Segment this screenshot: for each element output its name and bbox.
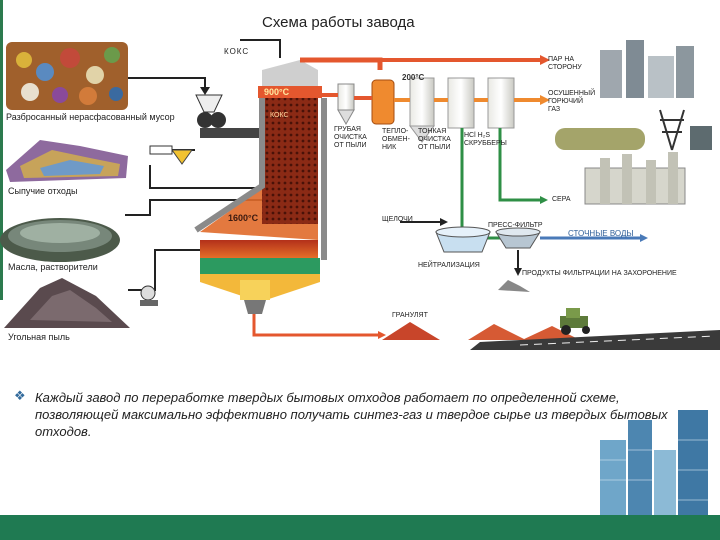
wastewater-arrow xyxy=(640,234,648,242)
label-coke-inside: КОКС xyxy=(270,112,289,119)
label-neutralization: НЕЙТРАЛИЗАЦИЯ xyxy=(418,262,480,269)
feed-arrow xyxy=(200,87,210,95)
source-image-coal-dust xyxy=(4,278,130,328)
slag-arrow xyxy=(378,331,386,339)
label-waste-water: СТОЧНЫЕ ВОДЫ xyxy=(568,229,634,238)
source-label-bulk-waste: Сыпучие отходы xyxy=(8,186,78,196)
label-filter-press: ПРЕСС-ФИЛЬТР xyxy=(488,222,543,229)
crusher-hopper xyxy=(195,94,260,138)
label-coarse-cleaning: ГРУБАЯ ОЧИСТКА ОТ ПЫЛИ xyxy=(334,126,367,149)
gasifier-furnace xyxy=(194,60,327,314)
road xyxy=(470,330,720,350)
steam-arrow xyxy=(540,55,550,65)
label-dried-gas: ОСУШЕННЫЙ ГОРЮЧИЙ ГАЗ xyxy=(548,90,596,113)
label-fine-cleaning: ТОНКАЯ ОЧИСТКА ОТ ПЫЛИ xyxy=(418,128,451,151)
source-label-garbage: Разбросанный нерасфасованный мусор xyxy=(6,112,175,122)
label-temp-200: 200°C xyxy=(402,73,425,82)
label-scrubbers: HCl H₂S СКРУББЕРЫ xyxy=(464,132,507,147)
label-temp-1600: 1600°C xyxy=(228,213,259,223)
label-alkali: ЩЕЛОЧИ xyxy=(382,216,413,223)
chemical-plant xyxy=(584,152,686,205)
tractor-icon xyxy=(560,308,590,335)
source-image-bulk-waste xyxy=(6,140,128,182)
sulfur-arrow xyxy=(540,196,548,204)
label-heat-exchanger: ТЕПЛО- ОБМЕН- НИК xyxy=(382,128,410,151)
source-label-coal-dust: Угольная пыль xyxy=(8,332,70,342)
label-granulate: ГРАНУЛЯТ xyxy=(392,312,428,319)
coarse-cleaning-cyclone xyxy=(322,83,355,126)
bulk-feeder xyxy=(149,145,193,165)
heat-exchanger xyxy=(354,79,395,125)
left-edge-stripe xyxy=(0,0,3,300)
city-buildings xyxy=(600,40,694,98)
fine-cleaning-tower xyxy=(394,77,435,143)
source-label-oils: Масла, растворители xyxy=(8,262,98,272)
label-steam-out: ПАР НА СТОРОНУ xyxy=(548,56,582,71)
diagram-title: Схема работы завода xyxy=(262,14,415,31)
oil-pump xyxy=(140,285,158,306)
gas-arrow xyxy=(540,95,550,105)
label-temp-900: 900°C xyxy=(264,87,290,97)
neutralization-tank xyxy=(435,226,491,253)
label-coke-feed: КОКС xyxy=(224,47,250,56)
label-filter-products: ПРОДУКТЫ ФИЛЬТРАЦИИ НА ЗАХОРОНЕНИЕ xyxy=(522,270,677,277)
slag-line xyxy=(252,314,378,337)
label-sulfur: СЕРА xyxy=(552,196,571,203)
power-station xyxy=(555,109,712,151)
filter-products-arrow xyxy=(514,268,522,276)
alkali-arrow xyxy=(440,218,448,226)
diamond-bullet-icon: ❖ xyxy=(14,388,26,403)
granulate-piles xyxy=(382,322,580,340)
filter-products-pile xyxy=(498,280,530,292)
filter-press xyxy=(495,227,541,249)
caption-text: Каждый завод по переработке твердых быто… xyxy=(35,390,668,439)
source-image-oils xyxy=(0,218,120,262)
scrubber-towers xyxy=(434,77,515,129)
bottom-accent-bar xyxy=(0,515,720,540)
source-image-garbage xyxy=(6,42,128,110)
plant-scheme xyxy=(0,39,720,350)
